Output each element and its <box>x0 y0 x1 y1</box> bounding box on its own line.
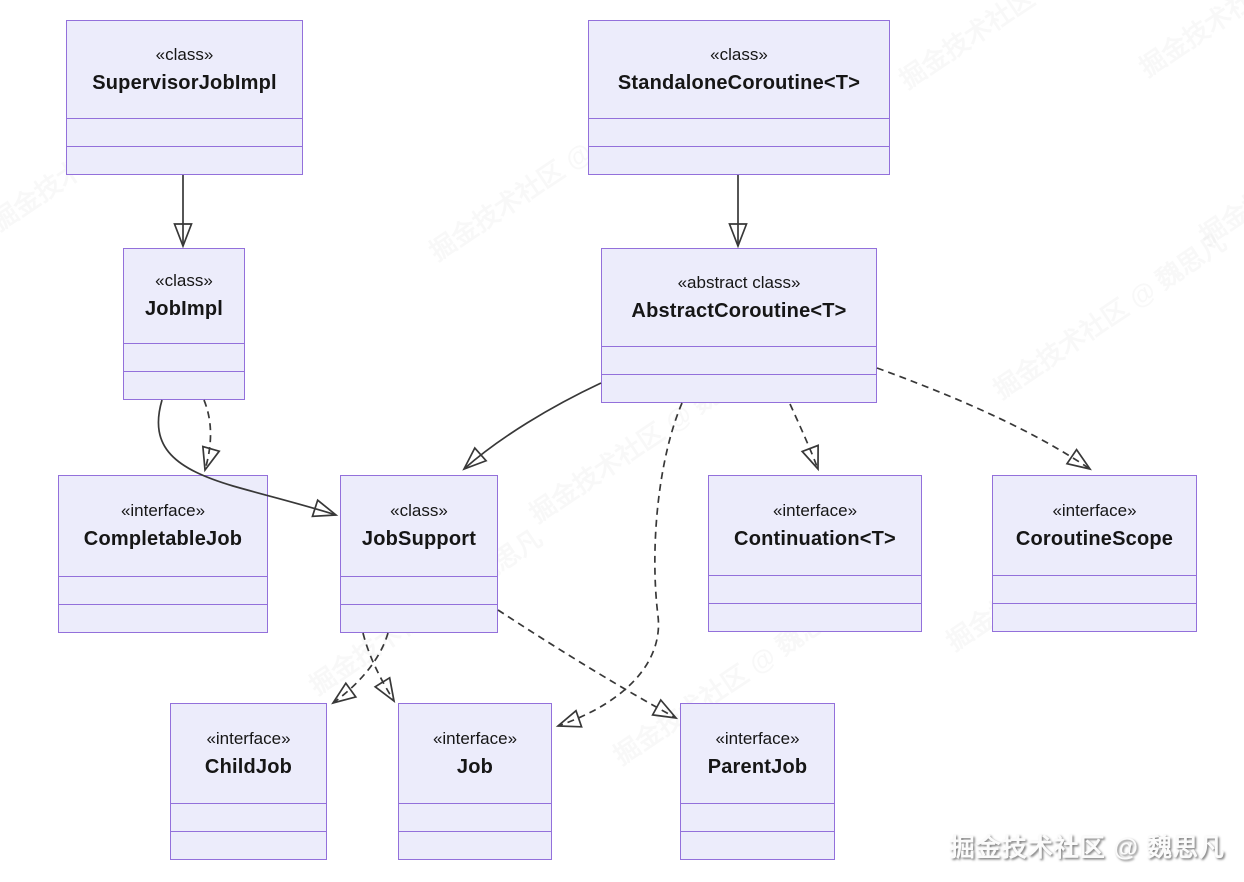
ghost-watermark-text: 掘金技术社区 @ 魏思凡 <box>1191 69 1244 253</box>
class-box-abstract-coroutine: «abstract class» AbstractCoroutine<T> <box>601 248 877 403</box>
class-stereotype: «interface» <box>715 728 800 748</box>
class-box-coroutine-scope: «interface» CoroutineScope <box>992 475 1197 632</box>
class-name: AbstractCoroutine<T> <box>631 299 847 322</box>
methods-compartment <box>399 831 551 859</box>
edge-extends-AbstractCoroutine<T>-to-JobSupport <box>462 382 602 471</box>
methods-compartment <box>681 831 834 859</box>
methods-compartment <box>589 146 889 174</box>
methods-compartment <box>67 146 302 174</box>
class-name: StandaloneCoroutine<T> <box>617 71 861 94</box>
class-box-header: «class» JobSupport <box>341 476 497 576</box>
class-box-header: «interface» ParentJob <box>681 704 834 803</box>
class-box-job-support: «class» JobSupport <box>340 475 498 633</box>
class-box-header: «interface» ChildJob <box>171 704 326 803</box>
attributes-compartment <box>341 576 497 604</box>
class-box-job: «interface» Job <box>398 703 552 860</box>
class-stereotype: «class» <box>155 271 213 290</box>
class-name: ChildJob <box>204 755 293 778</box>
class-name: SupervisorJobImpl <box>92 71 277 94</box>
ghost-watermark-text: 掘金技术社区 @ 魏思凡 <box>1131 0 1244 84</box>
class-box-header: «interface» CompletableJob <box>59 476 267 576</box>
attributes-compartment <box>602 346 876 374</box>
methods-compartment <box>124 371 244 399</box>
ghost-watermark-text: 掘金技术社区 @ 魏思凡 <box>891 0 1139 96</box>
edge-implements-JobSupport-to-Job <box>362 632 396 704</box>
edge-implements-JobImpl-to-CompletableJob <box>201 399 221 473</box>
attributes-compartment <box>124 343 244 371</box>
class-box-header: «class» SupervisorJobImpl <box>67 21 302 118</box>
class-box-job-impl: «class» JobImpl <box>123 248 245 400</box>
edge-implements-JobSupport-to-ParentJob <box>497 609 679 720</box>
class-box-header: «class» JobImpl <box>124 249 244 343</box>
class-name: CoroutineScope <box>1015 527 1174 550</box>
edge-implements-AbstractCoroutine<T>-to-CoroutineScope <box>876 367 1092 471</box>
ghost-watermark-text: 掘金技术社区 @ 魏思凡 <box>985 223 1233 407</box>
class-stereotype: «class» <box>710 44 768 64</box>
class-stereotype: «interface» <box>1052 500 1137 520</box>
class-name: Continuation<T> <box>734 527 896 550</box>
class-name: ParentJob <box>707 755 808 778</box>
class-stereotype: «interface» <box>206 728 291 748</box>
class-box-parent-job: «interface» ParentJob <box>680 703 835 860</box>
class-box-header: «interface» Job <box>399 704 551 803</box>
methods-compartment <box>171 831 326 859</box>
class-box-header: «abstract class» AbstractCoroutine<T> <box>602 249 876 346</box>
class-name: Job <box>456 755 494 778</box>
class-box-header: «class» StandaloneCoroutine<T> <box>589 21 889 118</box>
attributes-compartment <box>993 575 1196 603</box>
attributes-compartment <box>589 118 889 146</box>
methods-compartment <box>993 603 1196 631</box>
class-stereotype: «class» <box>155 44 214 64</box>
class-stereotype: «interface» <box>120 501 206 520</box>
class-box-standalone-coroutine: «class» StandaloneCoroutine<T> <box>588 20 890 175</box>
class-box-continuation: «interface» Continuation<T> <box>708 475 922 632</box>
class-stereotype: «interface» <box>772 500 858 520</box>
attributes-compartment <box>59 576 267 604</box>
attributes-compartment <box>171 803 326 831</box>
class-name: JobSupport <box>361 528 477 550</box>
methods-compartment <box>59 604 267 632</box>
methods-compartment <box>709 603 921 631</box>
class-stereotype: «class» <box>390 501 448 520</box>
edge-implements-AbstractCoroutine<T>-to-Job <box>555 402 683 728</box>
edge-implements-AbstractCoroutine<T>-to-Continuation<T> <box>789 403 819 472</box>
class-stereotype: «abstract class» <box>677 272 801 292</box>
class-box-completable-job: «interface» CompletableJob <box>58 475 268 633</box>
attributes-compartment <box>399 803 551 831</box>
watermark-text: 掘金技术社区 @ 魏思凡 <box>949 834 1225 862</box>
edge-implements-JobSupport-to-ChildJob <box>331 632 389 705</box>
methods-compartment <box>341 604 497 632</box>
attributes-compartment <box>681 803 834 831</box>
class-stereotype: «interface» <box>432 728 518 748</box>
class-box-child-job: «interface» ChildJob <box>170 703 327 860</box>
attributes-compartment <box>709 575 921 603</box>
attributes-compartment <box>67 118 302 146</box>
class-name: JobImpl <box>144 298 224 320</box>
methods-compartment <box>602 374 876 402</box>
class-box-header: «interface» CoroutineScope <box>993 476 1196 575</box>
class-name: CompletableJob <box>83 528 243 550</box>
class-box-supervisor-job-impl: «class» SupervisorJobImpl <box>66 20 303 175</box>
class-box-header: «interface» Continuation<T> <box>709 476 921 575</box>
